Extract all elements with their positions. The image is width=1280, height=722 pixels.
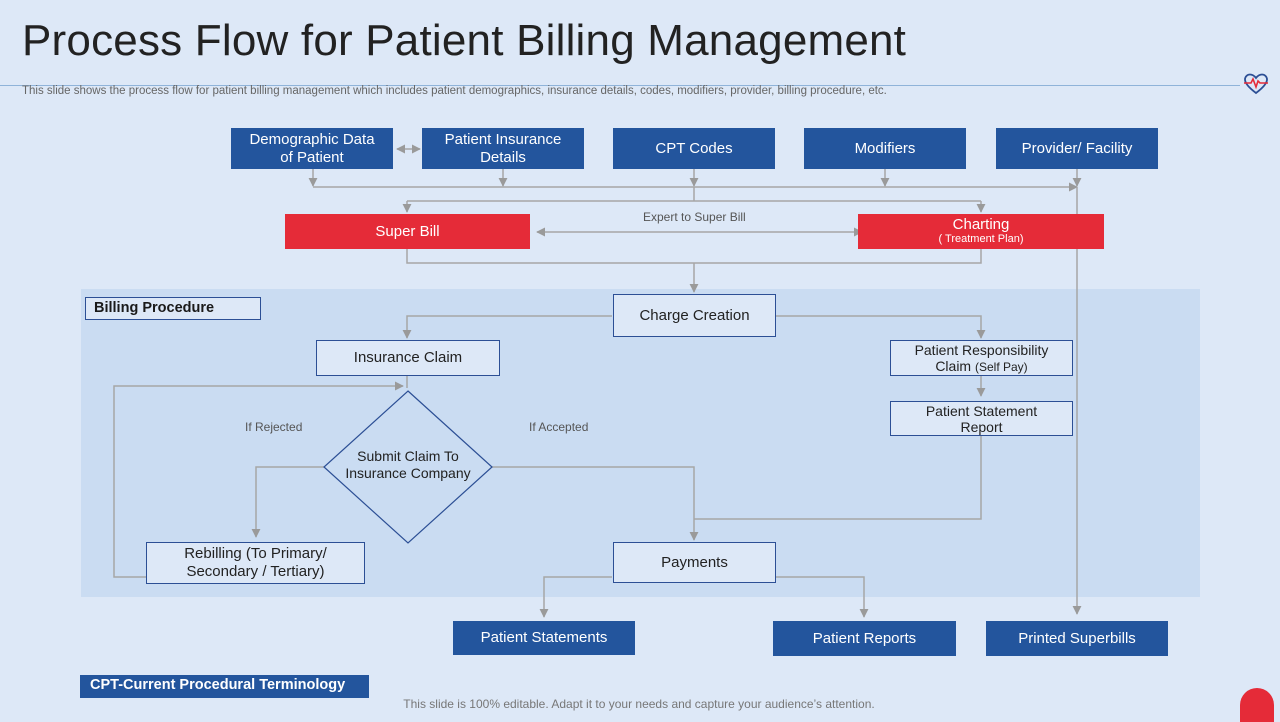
demographic-data-box: Demographic Data of Patient (231, 128, 393, 169)
charting-sub-label: ( Treatment Plan) (938, 233, 1024, 245)
self-pay-label: (Self Pay) (974, 360, 1028, 374)
cpt-codes-box: CPT Codes (613, 128, 775, 169)
modifiers-box: Modifiers (804, 128, 966, 169)
if-accepted-label: If Accepted (529, 420, 589, 434)
patient-statements-label: Patient Statements (480, 629, 608, 646)
corner-decoration (1240, 688, 1274, 722)
printed-superbills-label: Printed Superbills (1018, 629, 1136, 647)
provider-facility-box: Provider/ Facility (996, 128, 1158, 169)
footer-note: This slide is 100% editable. Adapt it to… (403, 697, 875, 711)
title-divider (0, 85, 1240, 86)
charting-label: Charting (952, 216, 1010, 233)
if-rejected-label: If Rejected (245, 420, 303, 434)
rebilling-label: Rebilling (To Primary/ Secondary / Terti… (184, 545, 327, 580)
charting-box: Charting ( Treatment Plan) (858, 214, 1104, 249)
charge-creation-label: Charge Creation (639, 306, 750, 324)
printed-superbills-box: Printed Superbills (986, 621, 1168, 656)
super-bill-label: Super Bill (375, 222, 440, 240)
provider-label: Provider/ Facility (1021, 139, 1133, 157)
expert-to-super-bill-label: Expert to Super Bill (643, 210, 746, 224)
subtitle: This slide shows the process flow for pa… (22, 85, 887, 97)
claim-self-pay-line: Claim (Self Pay) (935, 358, 1027, 374)
billing-procedure-label: Billing Procedure (85, 297, 261, 320)
patient-statement-report-label: Patient Statement Report (925, 402, 1038, 435)
insurance-details-box: Patient Insurance Details (422, 128, 584, 169)
patient-responsibility-label: Patient Responsibility (914, 342, 1049, 358)
cpt-codes-label: CPT Codes (655, 139, 733, 157)
insurance-claim-box: Insurance Claim (316, 340, 500, 376)
charge-creation-box: Charge Creation (613, 294, 776, 337)
patient-responsibility-box: Patient Responsibility Claim (Self Pay) (890, 340, 1073, 376)
page-title: Process Flow for Patient Billing Managem… (22, 16, 907, 65)
decision-diamond (323, 390, 493, 544)
payments-box: Payments (613, 542, 776, 583)
patient-reports-label: Patient Reports (812, 629, 917, 647)
cpt-definition-note: CPT-Current Procedural Terminology (80, 675, 369, 698)
submit-claim-label: Submit Claim To Insurance Company (345, 448, 471, 481)
demographic-label: Demographic Data of Patient (249, 130, 375, 166)
patient-statement-report-box: Patient Statement Report (890, 401, 1073, 436)
modifiers-label: Modifiers (854, 139, 916, 157)
patient-reports-box: Patient Reports (773, 621, 956, 656)
claim-label: Claim (935, 358, 972, 374)
payments-label: Payments (661, 553, 728, 571)
super-bill-box: Super Bill (285, 214, 530, 249)
insurance-claim-label: Insurance Claim (353, 349, 463, 366)
heartbeat-icon (1244, 73, 1268, 95)
insurance-details-label: Patient Insurance Details (444, 130, 562, 166)
patient-statements-box: Patient Statements (453, 621, 635, 655)
rebilling-box: Rebilling (To Primary/ Secondary / Terti… (146, 542, 365, 584)
